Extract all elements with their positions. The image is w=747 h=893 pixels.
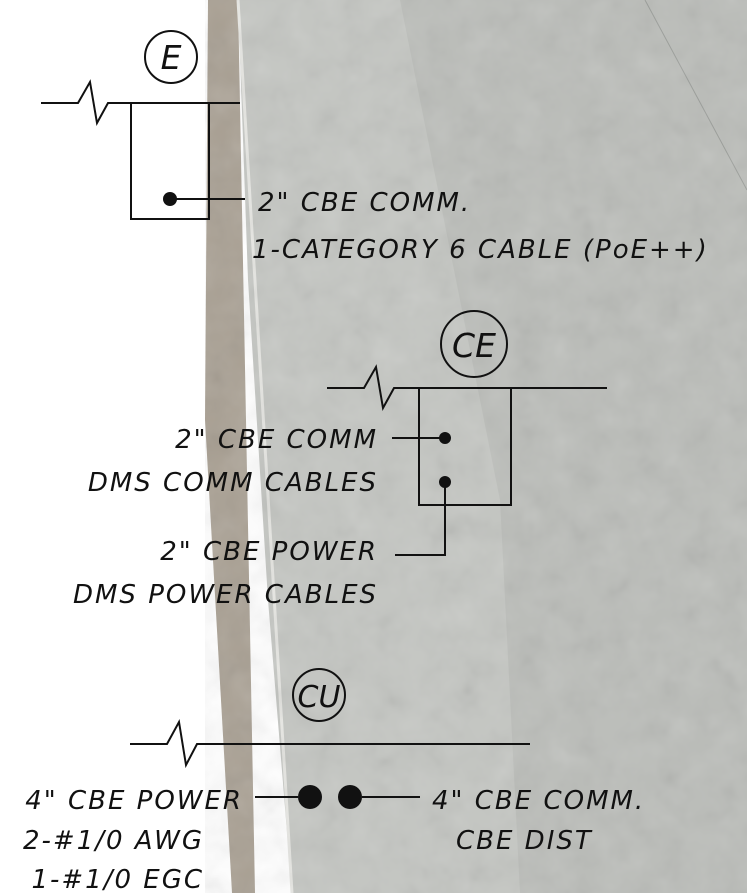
section-e-tag: E xyxy=(161,38,182,77)
section-ce-tag-circle xyxy=(440,310,508,378)
aerial-background xyxy=(205,0,747,893)
section-cu-comm-conduit xyxy=(338,785,362,809)
section-ce-trench xyxy=(418,387,512,506)
section-cu-tag: CU xyxy=(298,680,341,715)
section-ce-tag: CE xyxy=(452,326,496,365)
section-e-trench xyxy=(130,102,210,220)
section-cu-comm-label-2: CBE DIST xyxy=(456,826,593,856)
section-cu-tag-circle xyxy=(292,668,346,722)
section-cu-power-label-2: 2-#1/0 AWG xyxy=(23,826,204,856)
section-ce-power-label-2: DMS POWER CABLES xyxy=(73,580,378,610)
section-cu-comm-label-1: 4" CBE COMM. xyxy=(432,786,645,816)
section-cu-power-label-3: 1-#1/0 EGC xyxy=(31,865,204,893)
section-ce-power-label-1: 2" CBE POWER xyxy=(160,537,378,567)
section-cu-power-label-1: 4" CBE POWER xyxy=(25,786,243,816)
section-ce: CE 2" CBE COMM DMS COMM CABLES 2" CBE PO… xyxy=(73,310,607,610)
section-e-tag-circle xyxy=(144,30,198,84)
section-cu-ground-line xyxy=(130,718,530,769)
section-ce-comm-label-2: DMS COMM CABLES xyxy=(88,468,378,498)
section-e-label-2: 1-CATEGORY 6 CABLE (PoE++) xyxy=(252,235,709,265)
section-e: E 2" CBE COMM. 1-CATEGORY 6 CABLE (PoE++… xyxy=(41,30,709,265)
section-cu-power-conduit xyxy=(298,785,322,809)
section-ce-power-leader xyxy=(395,482,446,556)
section-cu: CU 4" CBE POWER 2-#1/0 AWG 1-#1/0 EGC 4"… xyxy=(23,668,645,893)
section-ce-comm-label-1: 2" CBE COMM xyxy=(175,425,378,455)
section-e-label-1: 2" CBE COMM. xyxy=(258,188,471,218)
